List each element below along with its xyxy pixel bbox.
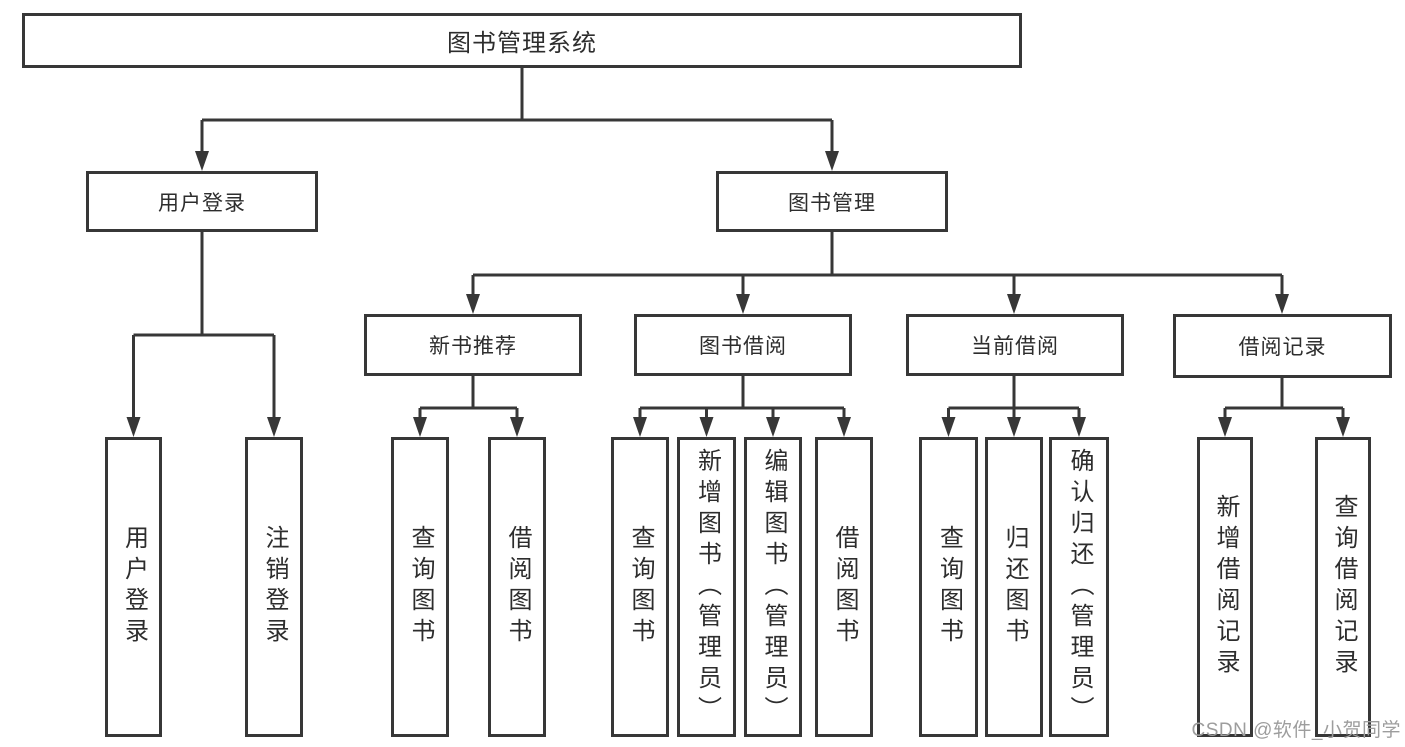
leaf-newbook-borrow-books: 借阅图书 <box>488 437 546 737</box>
node-label: 归还图书 <box>1001 525 1028 649</box>
leaf-borrowing-borrow-books: 借阅图书 <box>815 437 873 737</box>
node-label: 借阅图书 <box>504 525 531 649</box>
node-current-borrowing: 当前借阅 <box>906 314 1124 376</box>
leaf-records-query-record: 查询借阅记录 <box>1315 437 1371 737</box>
node-user-login: 用户登录 <box>86 171 318 232</box>
leaf-records-add-record: 新增借阅记录 <box>1197 437 1253 737</box>
node-label: 图书管理系统 <box>447 30 597 57</box>
csdn-watermark: CSDN @软件_小贺同学 <box>1191 720 1401 741</box>
node-label: 新书推荐 <box>429 335 517 358</box>
leaf-borrowing-query-books: 查询图书 <box>611 437 669 737</box>
connector-lines <box>132 68 1345 419</box>
node-label: 查询图书 <box>407 525 434 649</box>
node-label: 注销登录 <box>261 525 288 649</box>
node-label: 借阅图书 <box>831 525 858 649</box>
node-book-management: 图书管理 <box>716 171 948 232</box>
leaf-borrowing-add-books-admin: 新增图书（管理员） <box>677 437 736 737</box>
node-label: 当前借阅 <box>971 335 1059 358</box>
node-label: 编辑图书（管理员） <box>760 447 787 727</box>
node-borrowing-records: 借阅记录 <box>1173 314 1392 378</box>
node-new-book-recommend: 新书推荐 <box>364 314 582 376</box>
node-label: 用户登录 <box>120 525 148 649</box>
node-label: 新增图书（管理员） <box>693 447 721 727</box>
node-book-borrowing: 图书借阅 <box>634 314 852 376</box>
node-label: 用户登录 <box>158 191 246 215</box>
node-label: 借阅记录 <box>1238 336 1327 359</box>
leaf-newbook-query-books: 查询图书 <box>391 437 449 737</box>
leaf-logout: 注销登录 <box>245 437 303 737</box>
node-label: 查询图书 <box>935 525 963 649</box>
node-label: 新增借阅记录 <box>1212 494 1239 680</box>
node-label: 查询借阅记录 <box>1330 494 1357 680</box>
leaf-current-query-books: 查询图书 <box>919 437 978 737</box>
leaf-borrowing-edit-books-admin: 编辑图书（管理员） <box>744 437 802 737</box>
node-label: 图书借阅 <box>699 335 787 358</box>
leaf-current-confirm-return-admin: 确认归还（管理员） <box>1049 437 1109 737</box>
node-label: 查询图书 <box>627 525 654 649</box>
node-library-system: 图书管理系统 <box>22 13 1022 68</box>
leaf-user-login: 用户登录 <box>105 437 162 737</box>
connector-arrowheads <box>126 151 1350 437</box>
node-label: 图书管理 <box>788 191 876 215</box>
leaf-current-return-books: 归还图书 <box>985 437 1043 737</box>
node-label: 确认归还（管理员） <box>1066 447 1093 727</box>
